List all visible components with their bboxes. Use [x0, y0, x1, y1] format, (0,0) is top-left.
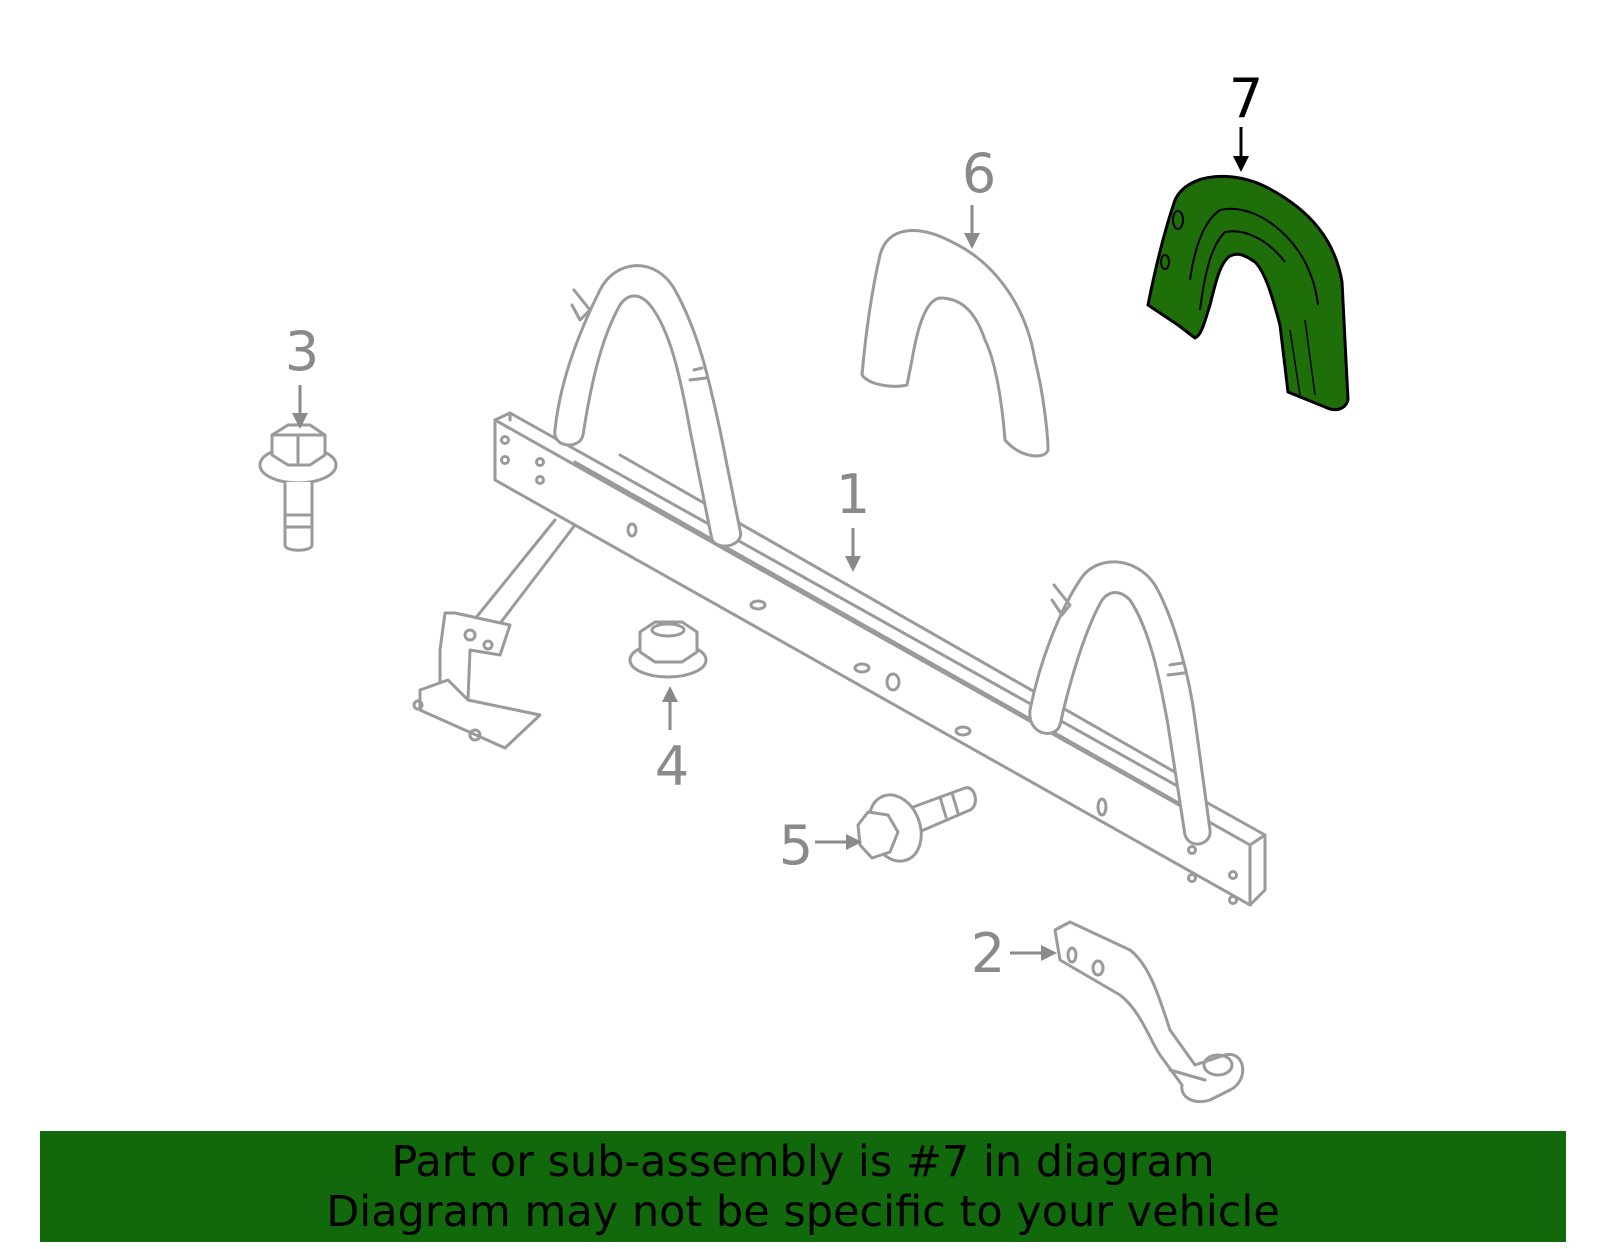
svg-text:1: 1	[836, 463, 870, 526]
banner-line-disclaimer: Diagram may not be specific to your vehi…	[326, 1186, 1280, 1237]
svg-text:7: 7	[1229, 67, 1263, 130]
part-3-bolt[interactable]	[258, 423, 338, 552]
svg-text:4: 4	[655, 735, 689, 798]
callout-7-highlighted: 7	[1229, 67, 1263, 172]
callout-5: 5	[779, 814, 862, 877]
callout-6: 6	[962, 142, 996, 249]
part-4-nut[interactable]	[628, 620, 708, 679]
parts-diagram: 1 2 3 4 5 6 7	[258, 67, 1350, 1104]
part-2-bracket[interactable]	[1053, 920, 1245, 1104]
callout-3: 3	[285, 320, 319, 429]
callout-1: 1	[836, 463, 870, 572]
svg-text:2: 2	[971, 922, 1005, 985]
svg-text:5: 5	[779, 814, 813, 877]
svg-text:6: 6	[962, 142, 996, 205]
callout-2: 2	[971, 922, 1057, 985]
part-6-trim-cover[interactable]	[860, 229, 1050, 458]
part-7-trim-cover-highlighted[interactable]	[1146, 174, 1350, 412]
part-1-roll-bar-assembly[interactable]	[412, 264, 1267, 907]
part-5-bolt[interactable]	[856, 786, 977, 868]
svg-text:3: 3	[285, 320, 319, 383]
info-banner: Part or sub-assembly is #7 in diagram Di…	[40, 1131, 1566, 1242]
banner-line-part-number: Part or sub-assembly is #7 in diagram	[391, 1136, 1215, 1187]
callout-4: 4	[655, 686, 689, 798]
